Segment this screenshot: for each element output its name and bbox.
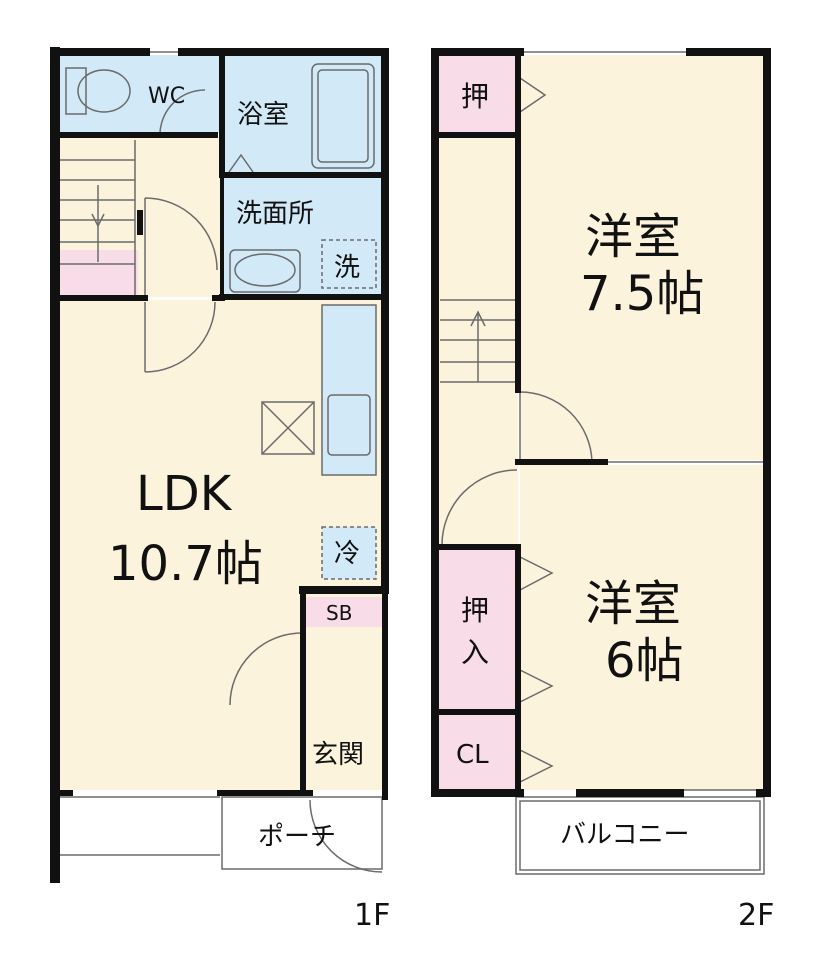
closet-top-area	[438, 55, 518, 133]
door-ldk	[144, 301, 216, 373]
cl-area	[438, 715, 518, 790]
fridge-box	[321, 526, 377, 580]
label-closet-top: 押	[461, 80, 489, 113]
wc-area	[60, 55, 220, 133]
washer-box	[321, 239, 377, 289]
closet-mid-door2	[519, 669, 554, 703]
label-ldk-size: 10.7帖	[108, 536, 263, 592]
door-wc	[159, 89, 206, 134]
floor-label-2f: 2F	[738, 898, 774, 933]
label-western2: 洋室	[585, 576, 681, 632]
bath-area	[222, 55, 382, 175]
label-western1: 洋室	[585, 209, 681, 265]
label-fridge: 冷	[334, 539, 360, 569]
bathtub-icon	[311, 63, 375, 169]
label-balcony: バルコニー	[560, 820, 689, 850]
toilet-icon	[65, 67, 87, 115]
label-washroom: 洗面所	[236, 199, 314, 229]
door-hall	[144, 197, 218, 271]
label-closet-mid-2: 入	[461, 636, 489, 669]
washbasin-icon	[229, 249, 301, 293]
door-porch	[309, 799, 383, 873]
western2-area	[520, 465, 764, 790]
label-ldk: LDK	[136, 466, 233, 522]
kitchen-counter	[321, 304, 377, 476]
label-western2-size: 6帖	[605, 633, 684, 689]
label-western1-size: 7.5帖	[580, 266, 704, 322]
label-wc: WC	[148, 84, 185, 109]
closet-mid-area	[438, 550, 518, 710]
label-shoebox: SB	[326, 601, 352, 625]
cl-door	[519, 749, 554, 783]
label-cl: CL	[456, 740, 489, 770]
label-entrance: 玄関	[312, 740, 364, 770]
washroom-area	[222, 177, 382, 297]
label-washer: 洗	[334, 253, 360, 283]
door-bath	[228, 153, 254, 173]
floor-label-1f: 1F	[354, 898, 390, 933]
door-western1	[519, 391, 593, 463]
shoebox-area	[306, 597, 382, 627]
vent-icon	[261, 401, 315, 455]
door-entrance	[229, 632, 303, 706]
western1-area	[520, 55, 764, 460]
porch-area	[221, 796, 383, 870]
closet-top-door	[519, 77, 547, 113]
stair-steps-1f	[60, 140, 138, 250]
label-bath: 浴室	[237, 100, 289, 130]
closet-mid-door1	[519, 556, 554, 591]
door-western2	[441, 469, 518, 546]
label-porch: ポーチ	[258, 822, 336, 852]
label-closet-mid-1: 押	[461, 594, 489, 627]
